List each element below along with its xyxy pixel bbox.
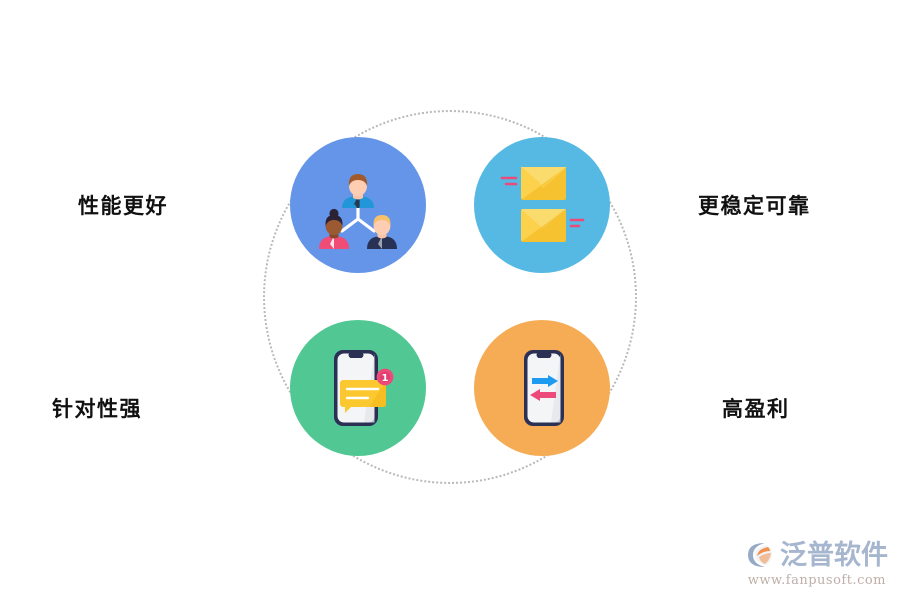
notification-badge: 1 [376,368,394,386]
phone-chat-notification-icon: 1 [334,350,394,426]
node-circle-stability[interactable] [474,137,610,273]
dotted-connector-ring [263,110,637,484]
node-circle-performance[interactable] [290,137,426,273]
watermark: 泛普软件 www.fanpusoft.com [742,539,888,589]
label-profit: 高盈利 [722,397,790,421]
phone-data-transfer-icon [524,350,564,426]
dual-envelope-icon [500,166,585,242]
label-performance: 性能更好 [78,194,168,218]
watermark-brand: 泛普软件 [780,539,888,571]
label-stability: 更稳定可靠 [698,194,811,218]
node-circle-targeting[interactable]: 1 [290,320,426,456]
label-targeting: 针对性强 [52,397,142,421]
arrow-right-icon [532,375,558,387]
notification-badge-count: 1 [382,373,389,384]
arrow-left-icon [530,389,556,401]
node-circle-profit[interactable] [474,320,610,456]
watermark-url: www.fanpusoft.com [747,573,886,588]
fanpu-crescent-logo-icon [748,543,772,567]
team-hierarchy-icon [319,174,397,249]
